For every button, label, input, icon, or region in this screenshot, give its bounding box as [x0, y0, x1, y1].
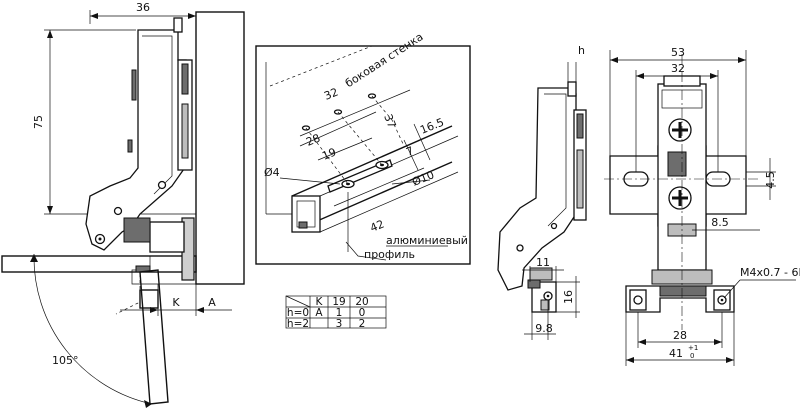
dim-41-tol-upper: +1 [688, 344, 698, 352]
dim-28-front: 28 [673, 329, 687, 342]
profile-label-1: алюминиевый [386, 234, 468, 247]
dim-75: 75 [32, 115, 45, 129]
front-cup-base [625, 285, 735, 313]
dim-19: 19 [320, 145, 338, 162]
table-cell: 3 [336, 318, 343, 330]
dim-a: A [208, 296, 216, 309]
dim-32-front: 32 [671, 62, 685, 75]
dim-8-5: 8.5 [711, 216, 729, 229]
side-hinge-view: h 11 16 9.8 [497, 44, 587, 340]
dia-4: Ø4 [264, 166, 280, 179]
dim-16: 16 [562, 290, 575, 304]
dim-11: 11 [536, 256, 550, 269]
dim-28-detail: 28 [304, 131, 322, 148]
dim-37: 37 [381, 112, 398, 130]
table-header-k: K [316, 296, 324, 308]
thread-label: M4x0.7 - 6H [740, 266, 800, 279]
dim-9-8: 9.8 [535, 322, 553, 335]
dim-16-5: 16.5 [418, 116, 446, 137]
dim-7: 7 [404, 144, 415, 159]
table-row-h2: h=2 [287, 318, 309, 330]
dim-36: 36 [136, 1, 150, 14]
angle-label: 105° [52, 354, 79, 367]
dim-41: 41 [669, 347, 683, 360]
table-cell: 2 [359, 318, 366, 330]
dim-41-tol-lower: 0 [690, 352, 694, 360]
table-cell: 1 [336, 307, 343, 319]
table-cell: A [315, 307, 323, 319]
opening-angle-arc [33, 253, 153, 405]
hinge-cup [123, 217, 151, 243]
detail-frame [255, 45, 471, 265]
dim-k: K [172, 296, 180, 309]
table-header-19: 19 [332, 296, 345, 308]
table-header-20: 20 [355, 296, 368, 308]
dim-4-5: 4.5 [764, 171, 777, 189]
frame-inner [149, 221, 185, 253]
table-cell: 0 [359, 307, 366, 319]
frame-profile [88, 213, 197, 285]
side-wall-label: боковая стенка [343, 30, 426, 90]
hinge-arm [85, 29, 187, 251]
dim-42: 42 [368, 217, 386, 234]
table-row-h0: h=0 [287, 307, 309, 319]
dim-32-detail: 32 [322, 85, 340, 102]
dim-53: 53 [671, 46, 685, 59]
opened-door [139, 269, 169, 405]
profile-label-2: профиль [364, 248, 415, 261]
door-panel [1, 255, 197, 273]
profile-detail-view: боковая стенка 32 37 28 19 16.5 7 Ø4 Ø10… [255, 30, 471, 265]
k-a-table: K 19 20 h=0 A 1 0 h=2 3 2 [285, 295, 387, 330]
front-hinge-view: 53 32 4.5 8.5 M4x0.7 - 6H 28 4 [604, 46, 800, 366]
dia-10: Ø10 [410, 168, 436, 189]
left-hinge-view: 105° 36 75 K A [1, 1, 245, 408]
cabinet-side-wall [195, 11, 245, 285]
dim-h: h [578, 44, 585, 57]
